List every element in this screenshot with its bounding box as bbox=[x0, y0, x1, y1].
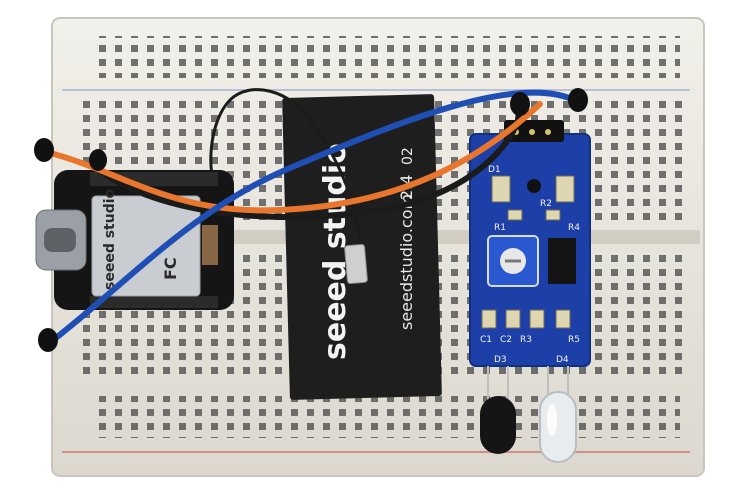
ir-receiver-led bbox=[480, 396, 516, 454]
antenna-url: seeedstudio.com bbox=[397, 194, 416, 330]
silk-r1: R1 bbox=[494, 223, 506, 233]
silk-d4: D4 bbox=[556, 355, 569, 365]
mcu-fc-mark: FC bbox=[161, 257, 180, 280]
silk-c2: C2 bbox=[500, 335, 512, 345]
silk-c1: C1 bbox=[480, 335, 492, 345]
jumper-wires bbox=[34, 88, 588, 352]
silk-r4: R4 bbox=[568, 223, 580, 233]
ir-sensor-module: D1 R1 R2 R4 R3 R5 C1 C2 D3 D4 bbox=[469, 120, 591, 463]
silk-d3: D3 bbox=[494, 355, 507, 365]
antenna-film: seeed studio seeedstudio.com 2.4 02 bbox=[209, 88, 442, 400]
wire-blue[interactable] bbox=[45, 89, 581, 347]
antenna-code: 02 bbox=[400, 147, 416, 165]
wire-orange[interactable] bbox=[43, 101, 543, 214]
comparator-chip bbox=[548, 238, 576, 284]
silk-d1: D1 bbox=[488, 165, 501, 175]
ir-emitter-led bbox=[539, 391, 577, 463]
silk-r5: R5 bbox=[568, 335, 580, 345]
mcu-brand: seeed studio bbox=[102, 188, 118, 290]
wire-black[interactable] bbox=[93, 105, 523, 220]
silk-r3: R3 bbox=[520, 335, 532, 345]
silk-r2: R2 bbox=[540, 199, 552, 209]
